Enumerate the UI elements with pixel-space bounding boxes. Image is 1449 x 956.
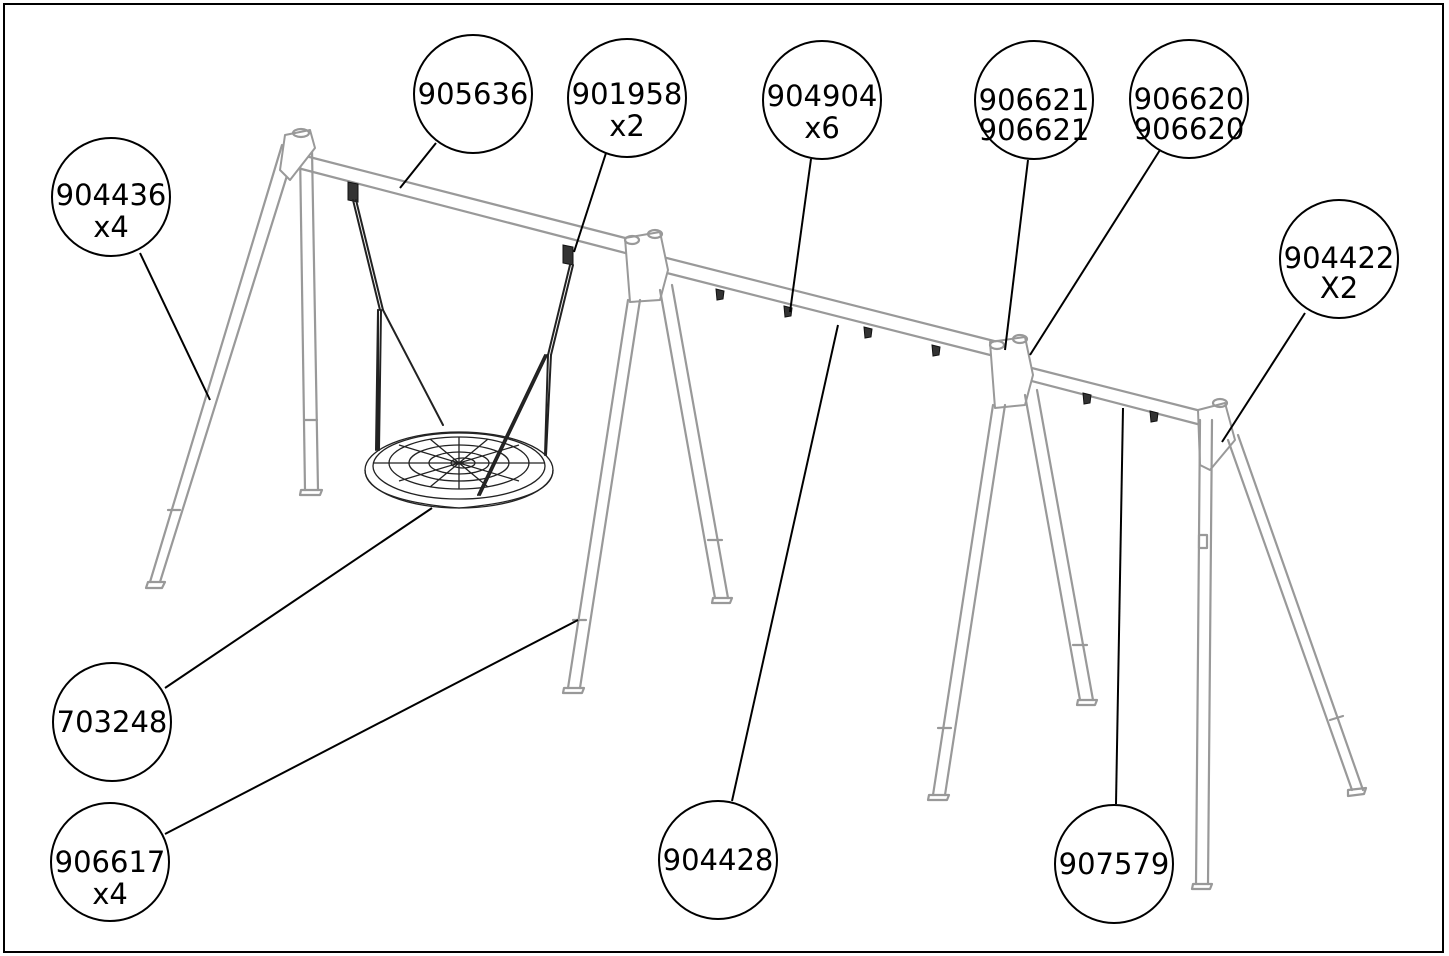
callout-906620-line2: 906620: [1134, 112, 1245, 146]
callout-906621-line2: 906621: [979, 113, 1090, 147]
callout-904422: 904422 X2: [1279, 199, 1399, 319]
callout-905636-line1: 905636: [418, 77, 529, 111]
leader-904422: [1221, 312, 1306, 443]
callout-906621: 906621 906621: [974, 40, 1094, 160]
a-frame-right: [1190, 397, 1368, 891]
callout-901958-line2: x2: [609, 109, 645, 143]
swing-frame: [144, 127, 1368, 891]
drawing-border: [3, 3, 1444, 953]
leader-905636: [399, 142, 437, 189]
callout-904904-line2: x6: [804, 111, 840, 145]
callout-906620: 906620 906620: [1129, 39, 1249, 159]
leader-906620: [1029, 149, 1161, 356]
callout-906620-line1: 906620: [1134, 82, 1245, 116]
leader-906621: [1004, 159, 1029, 351]
a-frame-left: [144, 127, 324, 590]
callout-904436-line2: x4: [93, 210, 129, 244]
callout-904428-line1: 904428: [663, 843, 774, 877]
leader-904428: [731, 324, 839, 802]
callout-904904-line1: 904904: [767, 79, 878, 113]
callout-904422-line1: 904422: [1284, 241, 1395, 275]
nest-swing: [347, 181, 574, 509]
callout-904422-line2: X2: [1320, 271, 1358, 305]
callout-906617-line2: x4: [92, 877, 128, 911]
callout-703248: 703248: [52, 662, 172, 782]
callout-905636: 905636: [413, 34, 533, 154]
swing-hangers: [715, 288, 1159, 423]
leader-906617: [164, 619, 579, 835]
leader-703248: [164, 507, 433, 689]
callout-904428: 904428: [658, 800, 778, 920]
callout-904436: 904436 x4: [51, 137, 171, 257]
callout-901958: 901958 x2: [567, 38, 687, 158]
callout-703248-line1: 703248: [57, 705, 168, 739]
top-beam-middle: [653, 253, 1000, 359]
a-frame-middle-2: [926, 333, 1099, 802]
leader-lines: [139, 142, 1306, 835]
callout-907579-line1: 907579: [1059, 847, 1170, 881]
callout-906617-line1: 906617: [55, 845, 166, 879]
callout-904436-line1: 904436: [56, 178, 167, 212]
callout-901958-line1: 901958: [572, 77, 683, 111]
leader-907579: [1115, 407, 1124, 805]
leader-904436: [139, 252, 211, 401]
callout-906617: 906617 x4: [50, 802, 170, 922]
a-frame-middle-1: [561, 228, 734, 695]
top-beam-right: [1018, 363, 1207, 428]
callout-904904: 904904 x6: [762, 40, 882, 160]
callout-907579: 907579: [1054, 804, 1174, 924]
top-beam-left: [288, 150, 635, 257]
callout-906621-line1: 906621: [979, 83, 1090, 117]
leader-901958: [573, 152, 607, 253]
leader-904904: [789, 158, 812, 313]
